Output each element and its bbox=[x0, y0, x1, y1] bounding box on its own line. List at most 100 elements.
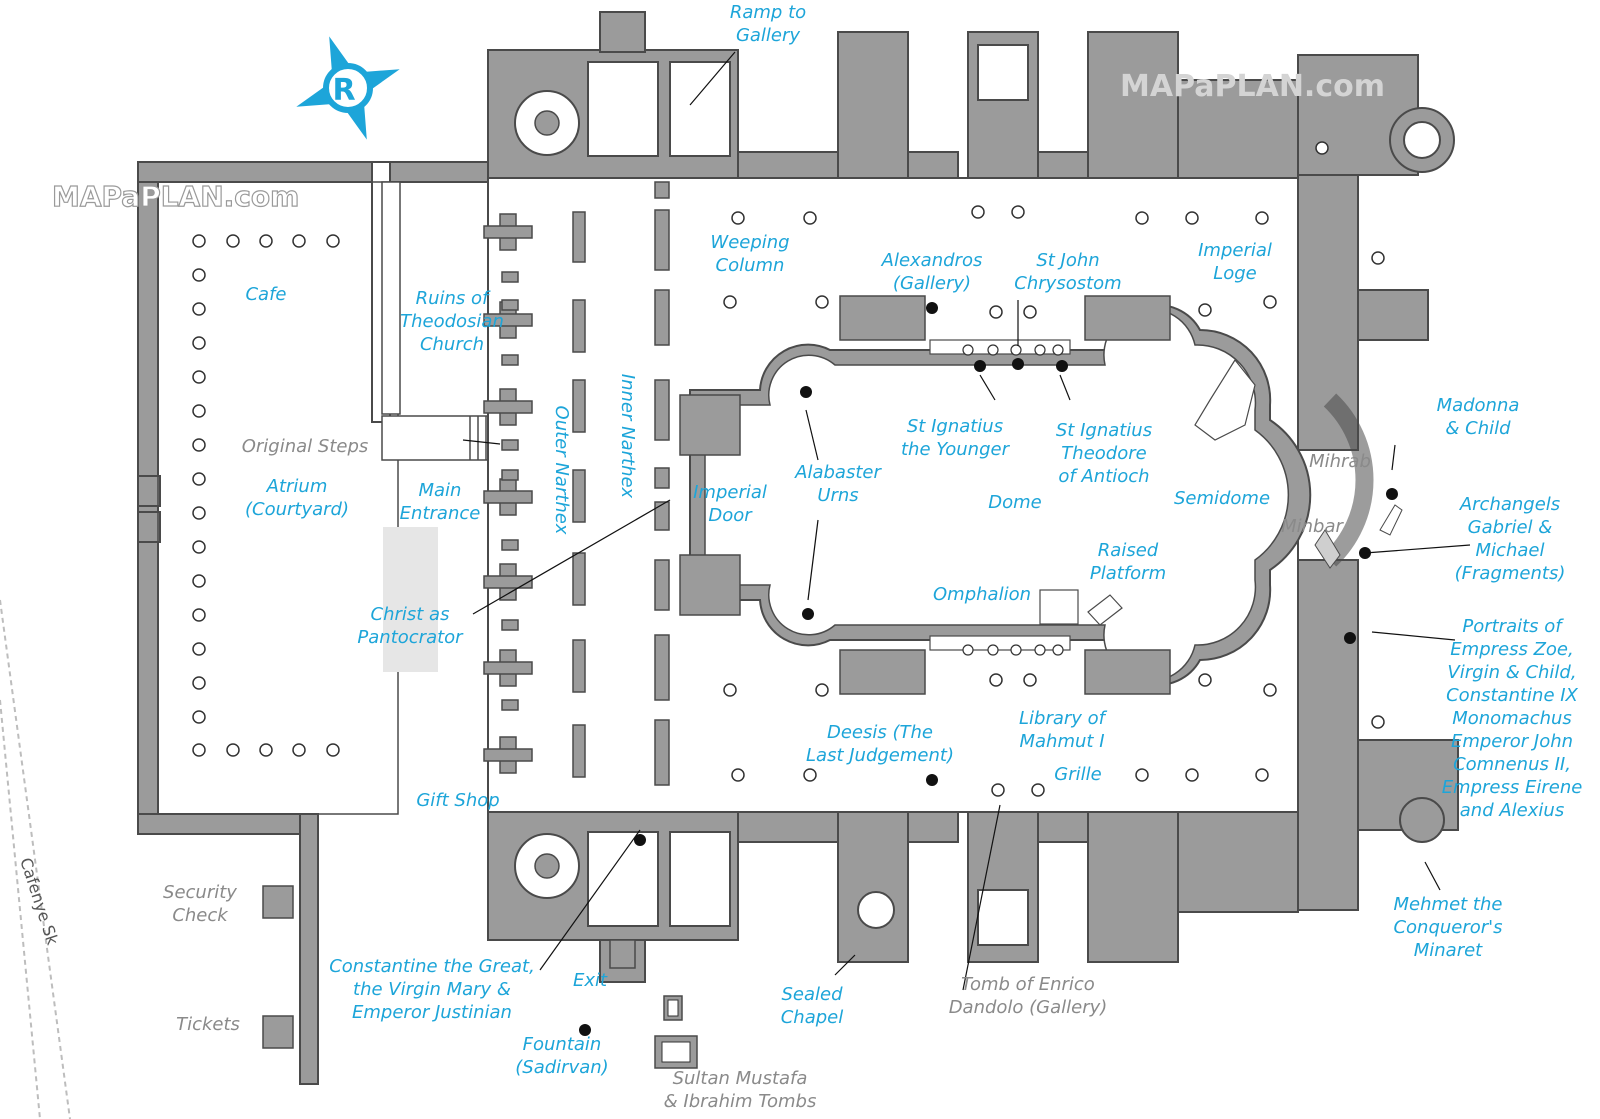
label-cafe: Cafe bbox=[245, 284, 286, 305]
label-ramp: Ramp to bbox=[730, 2, 806, 23]
label-sultan-tombs: Sultan Mustafa bbox=[673, 1068, 808, 1089]
gallery-column bbox=[962, 644, 974, 656]
column bbox=[1198, 303, 1212, 317]
label-sealed-chapel: Chapel bbox=[781, 1007, 844, 1028]
label-minaret: Mehmet the bbox=[1394, 894, 1503, 915]
column bbox=[991, 783, 1005, 797]
label-grille: Grille bbox=[1054, 764, 1101, 785]
column bbox=[192, 438, 206, 452]
street-cafenye: Cafenye Sk bbox=[0, 599, 71, 1119]
column bbox=[1263, 683, 1277, 697]
column bbox=[989, 673, 1003, 687]
column bbox=[1198, 673, 1212, 687]
pantocrator-shade bbox=[383, 527, 438, 672]
label-tickets: Tickets bbox=[176, 1014, 240, 1035]
gallery-column bbox=[1034, 344, 1046, 356]
label-christ-pantocrator: Pantocrator bbox=[357, 627, 464, 648]
column bbox=[1135, 768, 1149, 782]
label-constantine: the Virgin Mary & bbox=[353, 979, 511, 1000]
column bbox=[731, 211, 745, 225]
pier bbox=[572, 552, 586, 606]
column bbox=[326, 234, 340, 248]
label-atrium: Atrium bbox=[266, 476, 328, 497]
label-minaret: Conqueror's bbox=[1393, 917, 1502, 938]
column bbox=[192, 642, 206, 656]
gallery-column bbox=[1052, 344, 1064, 356]
pier bbox=[501, 354, 519, 366]
pier bbox=[654, 181, 670, 199]
column bbox=[803, 768, 817, 782]
column bbox=[292, 743, 306, 757]
column bbox=[192, 302, 206, 316]
pier bbox=[572, 211, 586, 263]
omphalion-square bbox=[1039, 589, 1079, 625]
column bbox=[731, 768, 745, 782]
poi-markers bbox=[579, 302, 1398, 1036]
poi-marker bbox=[800, 386, 812, 398]
label-st-ignatius-younger: the Younger bbox=[901, 439, 1011, 460]
svg-text:R: R bbox=[332, 73, 355, 108]
atrium-frame bbox=[157, 181, 399, 815]
label-mihrab: Mihrab bbox=[1309, 451, 1371, 472]
central-nave bbox=[679, 295, 1403, 695]
label-dandolo: Tomb of Enrico bbox=[961, 974, 1095, 995]
column bbox=[1031, 783, 1045, 797]
poi-marker bbox=[926, 774, 938, 786]
atrium-columns bbox=[192, 234, 340, 757]
pier bbox=[572, 299, 586, 353]
pier bbox=[572, 724, 586, 778]
raised-platform-shape bbox=[1087, 594, 1123, 626]
label-main-entrance: Main bbox=[419, 480, 462, 501]
pier bbox=[654, 634, 670, 701]
gallery-column bbox=[987, 344, 999, 356]
label-portraits: Virgin & Child, bbox=[1447, 662, 1576, 683]
label-sultan-tombs: & Ibrahim Tombs bbox=[664, 1091, 817, 1112]
gallery-column bbox=[962, 344, 974, 356]
label-alabaster-urns: Urns bbox=[817, 485, 858, 506]
column bbox=[803, 211, 817, 225]
label-semidome: Semidome bbox=[1174, 488, 1270, 509]
pier bbox=[483, 400, 533, 414]
column bbox=[292, 234, 306, 248]
column bbox=[226, 743, 240, 757]
label-madonna: & Child bbox=[1445, 418, 1511, 439]
pier bbox=[654, 501, 670, 531]
poi-marker bbox=[802, 608, 814, 620]
label-christ-pantocrator: Christ as bbox=[371, 604, 450, 625]
poi-marker bbox=[634, 834, 646, 846]
column bbox=[192, 710, 206, 724]
column bbox=[1371, 715, 1385, 729]
pier bbox=[483, 661, 533, 675]
label-fountain: (Sadirvan) bbox=[515, 1057, 608, 1078]
label-portraits: Empress Eirene bbox=[1442, 777, 1583, 798]
pier bbox=[483, 575, 533, 589]
column bbox=[192, 336, 206, 350]
poi-marker bbox=[1386, 488, 1398, 500]
column bbox=[192, 540, 206, 554]
label-security-check: Security bbox=[163, 882, 237, 903]
interior-columns bbox=[723, 141, 1385, 797]
label-security-check: Check bbox=[172, 905, 229, 926]
label-constantine: Emperor Justinian bbox=[352, 1002, 512, 1023]
column bbox=[192, 404, 206, 418]
column bbox=[192, 472, 206, 486]
pier bbox=[483, 748, 533, 762]
label-dome: Dome bbox=[988, 492, 1041, 513]
column bbox=[259, 234, 273, 248]
column bbox=[192, 268, 206, 282]
pier bbox=[483, 490, 533, 504]
poi-marker bbox=[926, 302, 938, 314]
poi-marker bbox=[974, 360, 986, 372]
label-portraits: Comnenus II, bbox=[1453, 754, 1571, 775]
column bbox=[1185, 211, 1199, 225]
poi-marker bbox=[579, 1024, 591, 1036]
pier bbox=[483, 313, 533, 327]
label-st-john: Chrysostom bbox=[1014, 273, 1121, 294]
label-raised-platform: Platform bbox=[1090, 563, 1166, 584]
poi-marker bbox=[1056, 360, 1068, 372]
column bbox=[1255, 768, 1269, 782]
label-library: Mahmut I bbox=[1020, 731, 1105, 752]
column bbox=[971, 205, 985, 219]
label-atrium: (Courtyard) bbox=[245, 499, 349, 520]
